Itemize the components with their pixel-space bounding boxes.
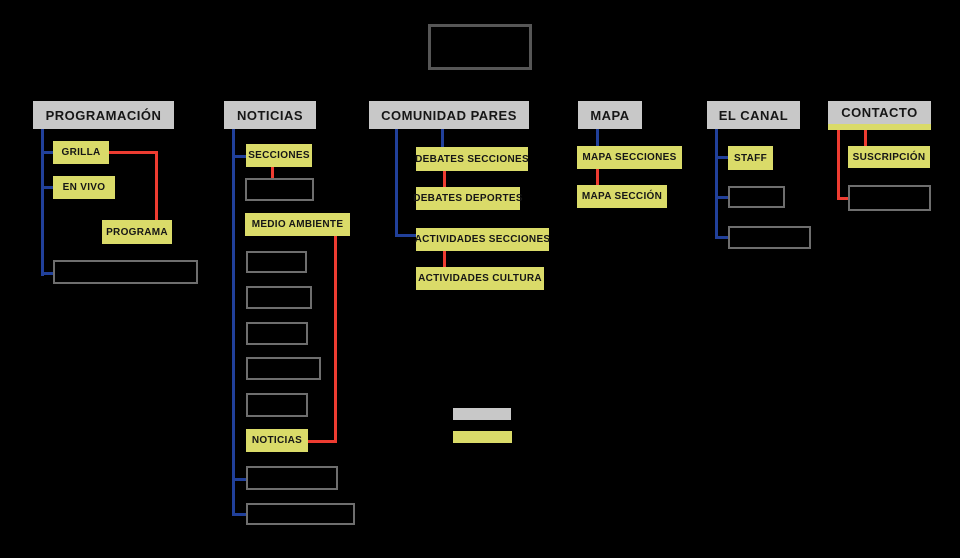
node-en-vivo[interactable]: EN VIVO [53,176,115,199]
node-mapa-secciones[interactable]: MAPA SECCIONES [577,146,682,169]
empty-node[interactable] [728,186,785,208]
red-connector [443,251,446,268]
blue-connector [715,196,728,199]
blue-connector [41,151,53,154]
empty-node[interactable] [246,322,308,345]
red-connector [596,169,599,186]
home-node[interactable] [428,24,532,70]
empty-node[interactable] [53,260,198,284]
node-debates-secciones[interactable]: DEBATES SECCIONES [415,147,529,171]
header-mapa[interactable]: MAPA [578,101,642,129]
blue-connector [232,478,246,481]
red-connector [443,171,446,188]
blue-connector [232,513,246,516]
empty-node[interactable] [246,466,338,490]
empty-node[interactable] [246,357,321,380]
blue-connector [232,155,246,158]
blue-connector [596,129,599,147]
blue-connector [715,236,728,239]
blue-connector [715,129,718,239]
red-connector [271,167,274,179]
contacto-yellow-strip [828,124,931,130]
header-noticias[interactable]: NOTICIAS [224,101,316,129]
blue-connector [395,129,398,237]
red-connector [334,235,337,443]
blue-connector [41,186,53,189]
blue-connector [715,156,728,159]
legend-yellow-swatch [453,431,512,443]
red-connector [308,440,337,443]
blue-connector [41,272,54,275]
red-connector [864,129,867,147]
blue-connector [232,129,235,516]
node-debates-deportes[interactable]: DEBATES DEPORTES [413,187,523,210]
node-secciones[interactable]: SECCIONES [246,144,312,167]
node-actividades-secciones[interactable]: ACTIVIDADES SECCIONES [415,228,550,251]
empty-node[interactable] [848,185,931,211]
red-connector [837,197,849,200]
header-comunidad-pares[interactable]: COMUNIDAD PARES [369,101,529,129]
node-medio-ambiente[interactable]: MEDIO AMBIENTE [245,213,350,236]
empty-node[interactable] [245,178,314,201]
header-programacion[interactable]: PROGRAMACIÓN [33,101,174,129]
node-staff[interactable]: STAFF [728,146,773,170]
header-el-canal[interactable]: EL CANAL [707,101,800,129]
node-noticias-child[interactable]: NOTICIAS [246,429,308,452]
empty-node[interactable] [246,393,308,417]
header-contacto[interactable]: CONTACTO [828,101,931,124]
red-connector [155,151,158,221]
blue-connector [41,129,44,276]
empty-node[interactable] [728,226,811,249]
empty-node[interactable] [246,251,307,273]
empty-node[interactable] [246,503,355,525]
node-mapa-seccion[interactable]: MAPA SECCIÓN [577,185,667,208]
red-connector [109,151,158,154]
node-grilla[interactable]: GRILLA [53,141,109,164]
blue-connector [441,129,444,147]
legend-gray-swatch [453,408,511,420]
node-programa[interactable]: PROGRAMA [102,220,172,244]
node-actividades-cultura[interactable]: ACTIVIDADES CULTURA [416,267,544,290]
node-suscripcion[interactable]: SUSCRIPCIÓN [848,146,930,168]
empty-node[interactable] [246,286,312,309]
red-connector [837,129,840,200]
blue-connector [395,234,416,237]
